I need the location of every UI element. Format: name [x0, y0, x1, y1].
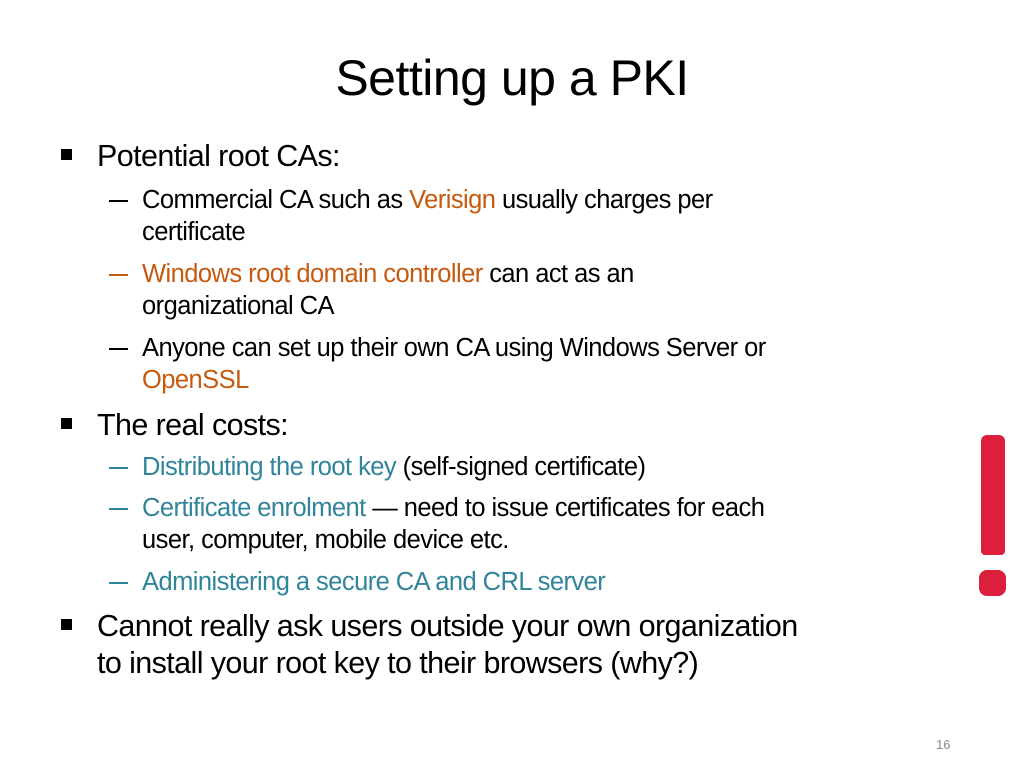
- sub-bullet-commercial-ca: Commercial CA such as Verisign usually c…: [109, 186, 713, 214]
- sub-bullet-anyone: Anyone can set up their own CA using Win…: [109, 334, 766, 362]
- sub-bullet-certificate-enrolment-cont: user, computer, mobile device etc.: [142, 526, 509, 554]
- bullet-real-costs: The real costs:: [61, 406, 289, 444]
- sub-bullet-distributing-root-key: Distributing the root key (self-signed c…: [109, 453, 646, 481]
- square-bullet-icon: [61, 619, 72, 630]
- highlight-certificate-enrolment: Certificate enrolment: [142, 494, 366, 522]
- highlight-verisign: Verisign: [409, 186, 496, 214]
- bullet-cannot-ask-users-cont: to install your root key to their browse…: [97, 646, 699, 680]
- sub-bullet-windows-dc: Windows root domain controller can act a…: [109, 260, 634, 288]
- highlight-openssl: OpenSSL: [142, 366, 249, 394]
- slide-title: Setting up a PKI: [335, 50, 689, 106]
- sub-bullet-windows-dc-cont: organizational CA: [142, 292, 334, 320]
- sub-bullet-commercial-ca-cont: certificate: [142, 218, 246, 246]
- highlight-distributing-root-key: Distributing the root key: [142, 453, 397, 481]
- square-bullet-icon: [61, 418, 72, 429]
- square-bullet-icon: [61, 149, 72, 160]
- exclamation-icon: [979, 433, 1007, 598]
- sub-bullet-certificate-enrolment: Certificate enrolment — need to issue ce…: [109, 494, 765, 522]
- highlight-windows-dc: Windows root domain controller: [142, 260, 483, 288]
- bullet-cannot-ask-users: Cannot really ask users outside your own…: [61, 607, 798, 645]
- bullet-potential-root-cas: Potential root CAs:: [61, 137, 341, 175]
- sub-bullet-administering-ca: Administering a secure CA and CRL server: [109, 568, 606, 596]
- page-number: 16: [936, 737, 951, 752]
